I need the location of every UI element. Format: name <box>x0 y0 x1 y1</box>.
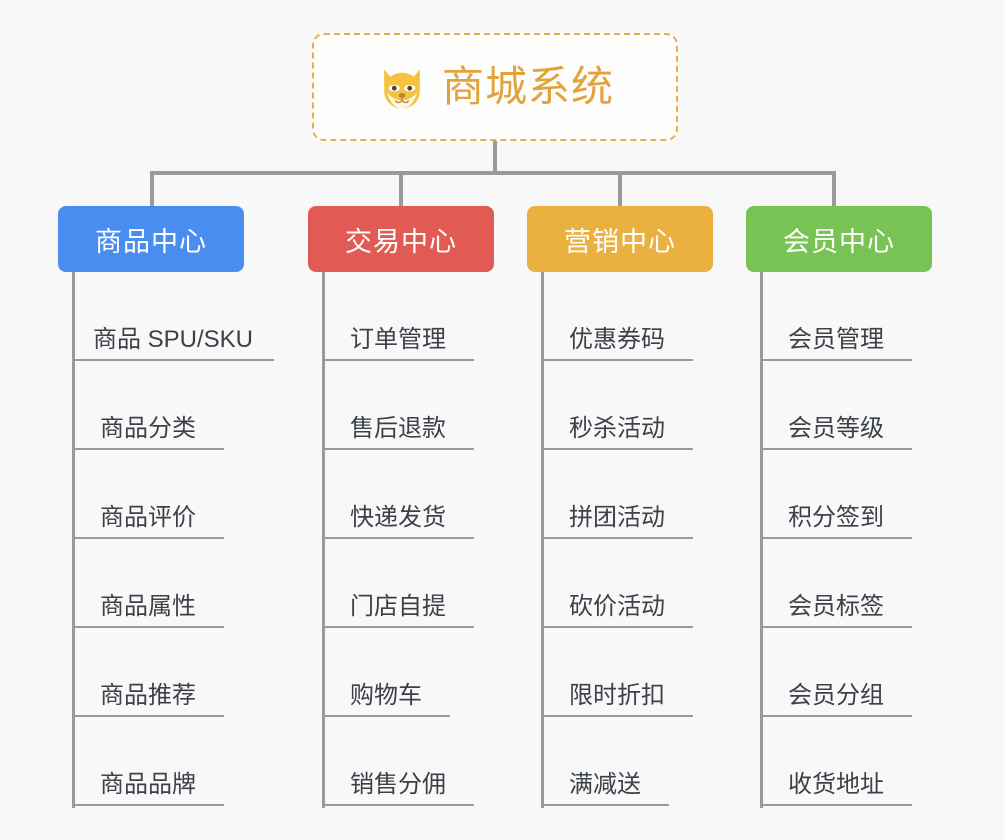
category-box-member-center[interactable]: 会员中心 <box>746 206 932 272</box>
category-label: 会员中心 <box>783 226 895 257</box>
leaf-label: 优惠券码 <box>569 325 665 353</box>
leaf-label: 会员分组 <box>788 681 884 709</box>
connector-root-stem <box>493 141 497 173</box>
leaf-item[interactable]: 优惠券码 <box>541 272 693 361</box>
leaf-item[interactable]: 收货地址 <box>760 717 912 806</box>
leaf-item[interactable]: 会员分组 <box>760 628 912 717</box>
column-spine <box>541 272 544 808</box>
leaf-label: 拼团活动 <box>569 503 665 531</box>
leaf-item[interactable]: 商品 SPU/SKU <box>72 272 274 361</box>
category-box-trade-center[interactable]: 交易中心 <box>308 206 494 272</box>
shiba-dog-face-icon <box>376 63 428 115</box>
leaf-label: 商品分类 <box>100 414 196 442</box>
connector-drop-2 <box>399 171 403 208</box>
category-box-marketing-center[interactable]: 营销中心 <box>527 206 713 272</box>
category-box-product-center[interactable]: 商品中心 <box>58 206 244 272</box>
leaf-label: 销售分佣 <box>350 770 446 798</box>
leaf-item[interactable]: 销售分佣 <box>322 717 474 806</box>
leaf-label: 满减送 <box>569 770 641 798</box>
category-label: 商品中心 <box>95 226 207 257</box>
leaf-item[interactable]: 限时折扣 <box>541 628 693 717</box>
leaf-label: 购物车 <box>350 681 422 709</box>
leaf-label: 商品属性 <box>100 592 196 620</box>
leaf-label: 秒杀活动 <box>569 414 665 442</box>
leaf-item[interactable]: 门店自提 <box>322 539 474 628</box>
leaf-item[interactable]: 商品品牌 <box>72 717 224 806</box>
leaf-item[interactable]: 售后退款 <box>322 361 474 450</box>
leaf-label: 限时折扣 <box>569 681 665 709</box>
leaf-label: 会员标签 <box>788 592 884 620</box>
leaf-label: 收货地址 <box>788 770 884 798</box>
leaf-item[interactable]: 拼团活动 <box>541 450 693 539</box>
column-spine <box>322 272 325 808</box>
leaf-label: 售后退款 <box>350 414 446 442</box>
leaf-item[interactable]: 秒杀活动 <box>541 361 693 450</box>
category-label: 营销中心 <box>564 226 676 257</box>
leaf-item[interactable]: 快递发货 <box>322 450 474 539</box>
leaf-label: 商品品牌 <box>100 770 196 798</box>
connector-bus <box>150 171 836 175</box>
column-spine <box>72 272 75 808</box>
leaf-item[interactable]: 商品推荐 <box>72 628 224 717</box>
leaf-item[interactable]: 会员标签 <box>760 539 912 628</box>
leaf-label: 门店自提 <box>350 592 446 620</box>
leaf-label: 快递发货 <box>350 503 446 531</box>
leaf-item[interactable]: 会员管理 <box>760 272 912 361</box>
leaf-label: 订单管理 <box>350 325 446 353</box>
root-title: 商城系统 <box>441 63 614 110</box>
connector-drop-1 <box>150 171 154 208</box>
leaf-label: 积分签到 <box>788 503 884 531</box>
connector-drop-4 <box>832 171 836 208</box>
leaf-label: 商品 SPU/SKU <box>92 325 254 353</box>
leaf-item[interactable]: 购物车 <box>322 628 450 717</box>
connector-drop-3 <box>618 171 622 208</box>
leaf-label: 会员等级 <box>788 414 884 442</box>
leaf-item[interactable]: 商品评价 <box>72 450 224 539</box>
leaf-item[interactable]: 会员等级 <box>760 361 912 450</box>
leaf-item[interactable]: 订单管理 <box>322 272 474 361</box>
leaf-item[interactable]: 商品分类 <box>72 361 224 450</box>
category-label: 交易中心 <box>345 226 457 257</box>
column-spine <box>760 272 763 808</box>
leaf-label: 商品推荐 <box>100 681 196 709</box>
leaf-label: 商品评价 <box>100 503 196 531</box>
root-node[interactable]: 商城系统 <box>312 33 678 141</box>
leaf-item[interactable]: 砍价活动 <box>541 539 693 628</box>
leaf-item[interactable]: 积分签到 <box>760 450 912 539</box>
leaf-label: 砍价活动 <box>569 592 665 620</box>
leaf-item[interactable]: 商品属性 <box>72 539 224 628</box>
leaf-label: 会员管理 <box>788 325 884 353</box>
leaf-item[interactable]: 满减送 <box>541 717 669 806</box>
